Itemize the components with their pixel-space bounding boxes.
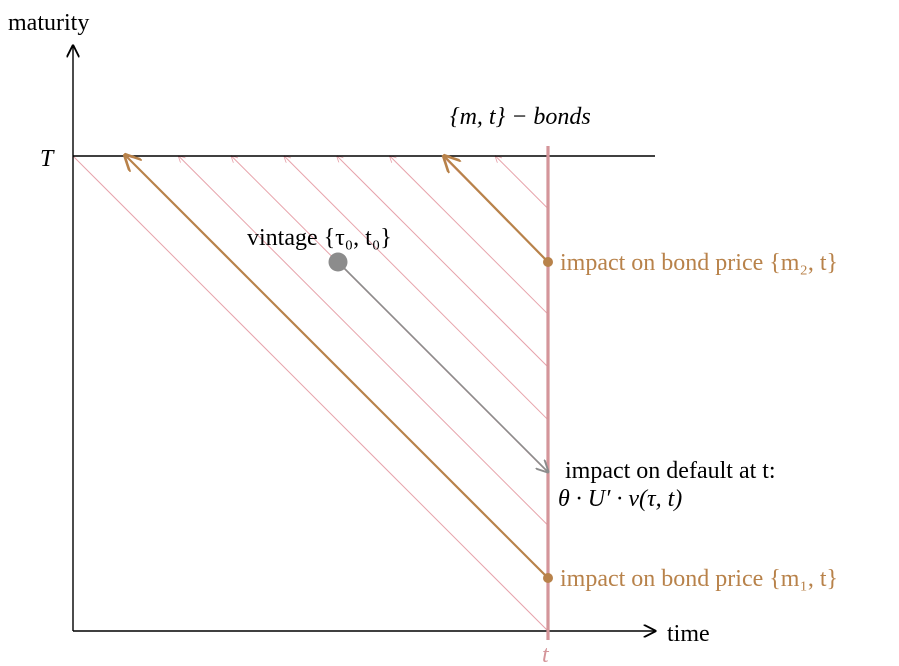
hatch-line — [390, 156, 549, 315]
bond-price-impact-label-m1: impact on bond price {m₁, t} — [560, 566, 838, 592]
vintage-arrow — [337, 261, 548, 472]
impact-arrow-m1 — [125, 155, 549, 579]
hatch-line — [179, 156, 549, 526]
x-tick-label-t: t — [542, 642, 550, 666]
impact-arrow-m2 — [444, 156, 549, 263]
y-axis-label: maturity — [8, 10, 89, 36]
bond-price-impact-label-m2: impact on bond price {m₂, t} — [560, 250, 838, 276]
vintage-point — [328, 252, 348, 272]
hatch-line — [337, 156, 549, 368]
bond-price-point-m2 — [543, 257, 553, 267]
default-impact-formula: θ · U′ · v(τ, t) — [558, 486, 682, 512]
bond-price-point-m1 — [543, 573, 553, 583]
hatch-line — [495, 156, 549, 209]
y-tick-label-T: T — [40, 146, 55, 172]
vintage-label: vintage {τ₀, t₀} — [247, 225, 392, 251]
default-impact-title: impact on default at t: — [565, 458, 776, 484]
hatch-line — [72, 155, 549, 632]
bonds-line-label: {m, t} − bonds — [450, 104, 591, 130]
hatch-line — [284, 156, 549, 421]
x-axis-label: time — [667, 621, 710, 647]
